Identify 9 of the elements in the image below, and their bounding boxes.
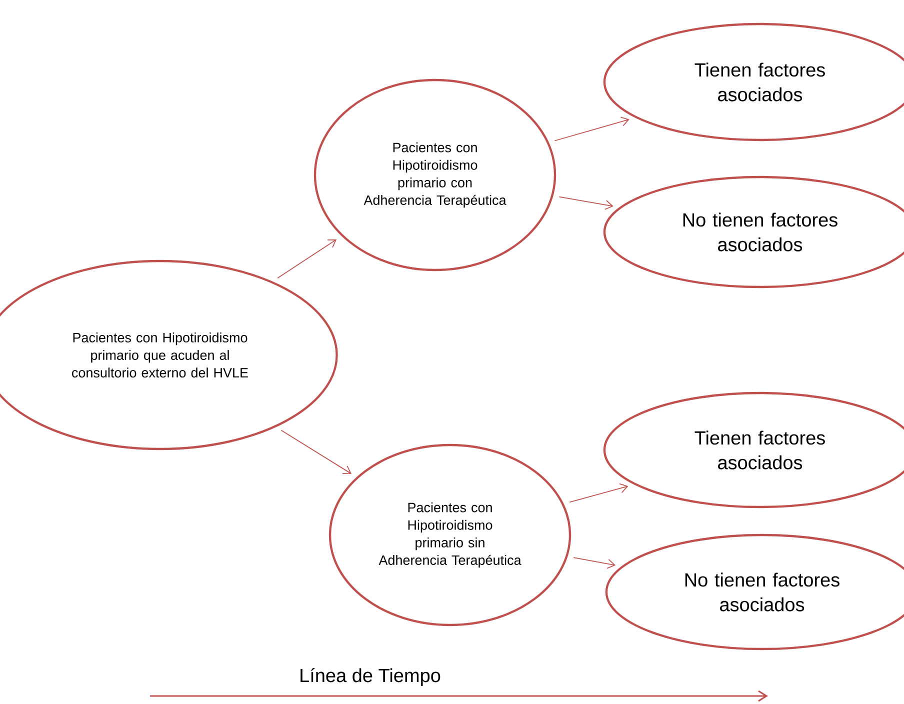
timeline-label: Línea de Tiempo xyxy=(300,668,440,686)
arrow xyxy=(569,483,628,503)
arrow xyxy=(573,557,616,569)
arrow xyxy=(554,116,630,142)
ellipse-node: Pacientes con Hipotiroidismo primario con Adherencia Terapéutica xyxy=(314,78,556,272)
arrow xyxy=(558,196,614,210)
arrow xyxy=(280,430,352,474)
ellipse-node: Pacientes con Hipotiroidismo primario sin Adherencia Terapéutica xyxy=(328,444,572,626)
arrow xyxy=(277,239,337,279)
